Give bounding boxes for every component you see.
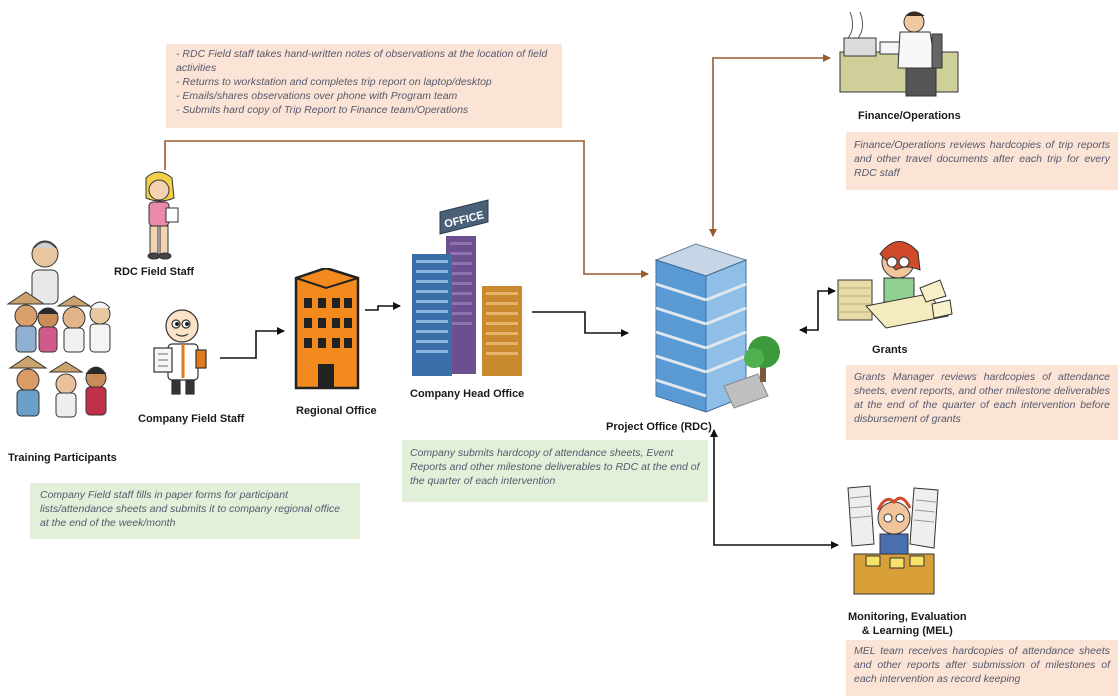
arrow-project-grants [799, 287, 836, 334]
training-participants-label: Training Participants [8, 452, 117, 464]
rdc-field-staff-label: RDC Field Staff [114, 266, 195, 278]
arrow-rdc-to-project [164, 140, 649, 278]
rdc-field-staff-icon [145, 171, 179, 260]
training-participants-icon [6, 240, 111, 418]
grants-icon [837, 241, 953, 329]
project-office-icon [654, 243, 780, 413]
finance-operations-label: Finance/Operations [858, 110, 961, 122]
company-head-office-label: Company Head Office [410, 388, 525, 400]
mel-label: Monitoring, Evaluation & Learning (MEL) [848, 610, 967, 638]
mel-label-line1: Monitoring, Evaluation [848, 611, 967, 623]
company-head-office-icon: OFFICE [412, 199, 522, 376]
finance-operations-note: Finance/Operations reviews hardcopies of… [846, 132, 1118, 190]
rdc-note-line: - RDC Field staff takes hand-written not… [176, 48, 548, 60]
company-field-staff-note: Company Field staff fills in paper forms… [30, 483, 360, 539]
mel-label-line2: & Learning (MEL) [861, 625, 953, 637]
arrow-project-mel [710, 429, 839, 549]
mel-icon [847, 485, 939, 595]
regional-office-label: Regional Office [296, 405, 377, 417]
arrow-regional-to-head [365, 302, 401, 311]
company-submits-note: Company submits hardcopy of attendance s… [402, 440, 708, 502]
mel-note: MEL team receives hardcopies of attendan… [846, 640, 1118, 696]
rdc-note-line: - Returns to workstation and completes t… [176, 76, 492, 88]
regional-office-icon [294, 268, 360, 390]
company-field-staff-icon [153, 309, 207, 395]
rdc-field-staff-note: - RDC Field staff takes hand-written not… [166, 44, 562, 128]
grants-label: Grants [872, 344, 908, 356]
arrow-company-to-regional [220, 327, 285, 359]
arrow-project-finance [709, 54, 831, 237]
finance-operations-icon [839, 11, 959, 97]
grants-note: Grants Manager reviews hardcopies of att… [846, 365, 1118, 440]
arrow-head-to-project [532, 311, 629, 337]
rdc-note-line: - Submits hard copy of Trip Report to Fi… [176, 104, 469, 116]
rdc-note-line: activities [176, 62, 217, 74]
project-office-label: Project Office (RDC) [606, 421, 712, 433]
company-field-staff-label: Company Field Staff [138, 413, 245, 425]
rdc-note-line: - Emails/shares observations over phone … [176, 90, 458, 102]
